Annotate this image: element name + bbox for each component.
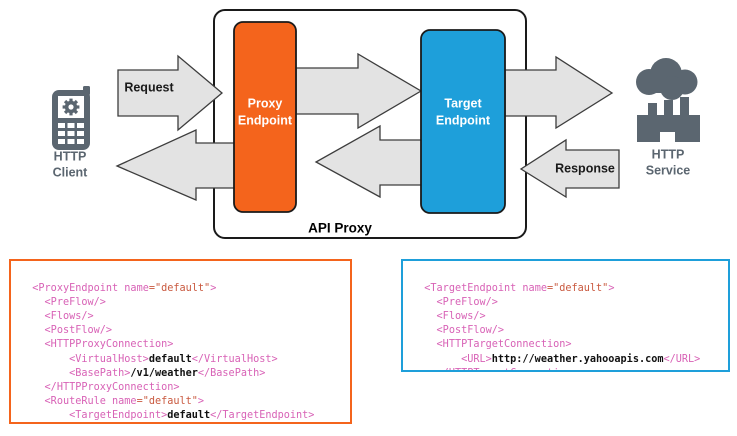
proxy-endpoint-label-line1: Proxy <box>248 96 283 110</box>
target-endpoint-code-text: <TargetEndpoint name="default"> <PreFlow… <box>424 283 701 370</box>
mobile-phone-gear-icon <box>52 86 90 150</box>
factory-cloud-icon <box>636 58 700 142</box>
client-label-line2: Client <box>53 165 89 179</box>
api-proxy-diagram: HTTP Client HTTP Service <box>52 9 700 239</box>
proxy-endpoint-code-text: <ProxyEndpoint name="default"> <PreFlow/… <box>32 283 315 421</box>
target-endpoint-box <box>420 29 506 214</box>
target-endpoint-label-line1: Target <box>444 96 482 110</box>
target-endpoint-label-line2: Endpoint <box>436 113 491 127</box>
request-arrow <box>117 54 224 132</box>
proxy-to-client-arrow <box>115 128 241 201</box>
proxy-endpoint-box <box>233 21 297 213</box>
service-label-line1: HTTP <box>652 147 685 161</box>
target-endpoint-code-block: <TargetEndpoint name="default"> <PreFlow… <box>401 259 730 372</box>
target-to-service-arrow <box>504 55 614 130</box>
response-arrow-label: Response <box>555 161 615 175</box>
proxy-endpoint-label-line2: Endpoint <box>238 113 293 127</box>
response-arrow <box>519 138 620 199</box>
request-arrow-label: Request <box>124 80 174 94</box>
proxy-endpoint-code-block: <ProxyEndpoint name="default"> <PreFlow/… <box>9 259 352 424</box>
client-label-line1: HTTP <box>54 149 87 163</box>
api-proxy-title: API Proxy <box>308 221 372 236</box>
service-label-line2: Service <box>646 163 691 177</box>
proxy-to-target-arrow <box>295 52 423 130</box>
